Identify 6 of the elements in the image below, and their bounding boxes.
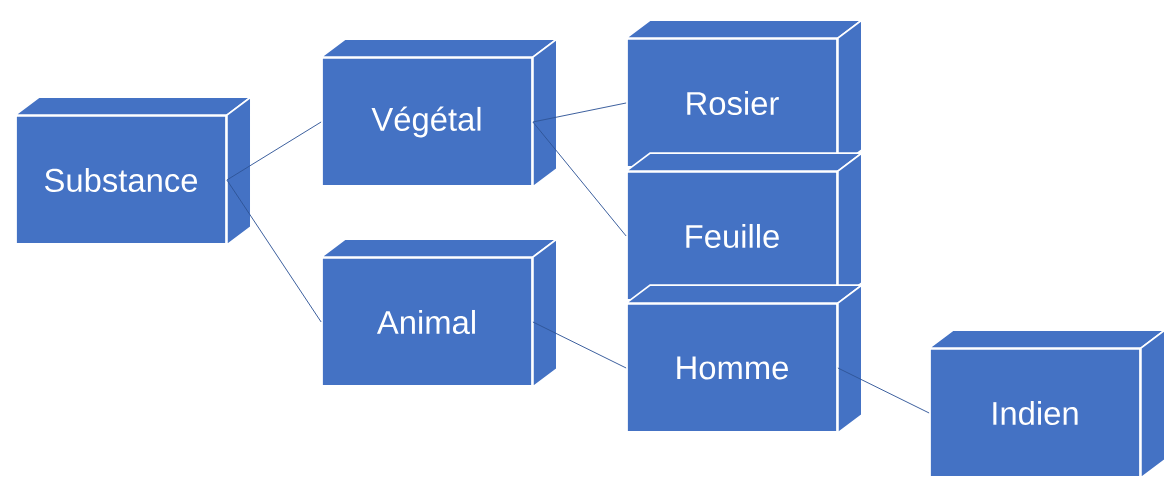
connector-line [532,121,627,237]
connector-line [532,102,627,123]
connector-line [837,367,930,414]
connector-line [226,179,322,323]
connector-line [532,321,627,369]
connector-line [226,121,322,181]
